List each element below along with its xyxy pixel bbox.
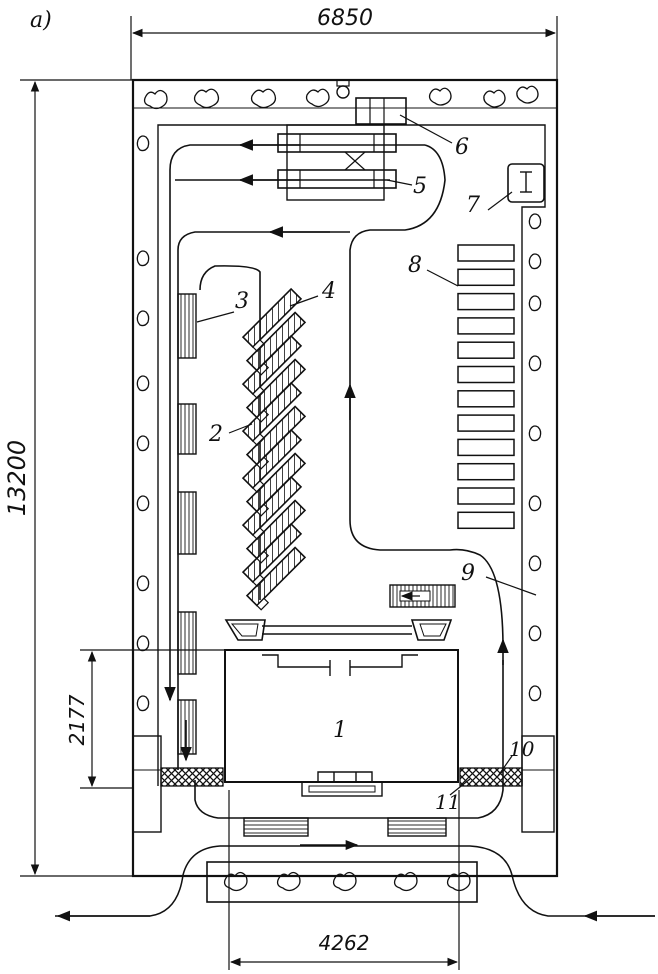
parking-space xyxy=(457,414,515,432)
parking-space xyxy=(457,317,515,335)
parking-space xyxy=(457,487,515,505)
angled-parking-stalls xyxy=(241,287,307,611)
dimension-height-text: 13200 xyxy=(3,440,31,516)
canopy-beam xyxy=(224,619,453,641)
panel-label: a) xyxy=(30,8,52,33)
callout-2: 2 xyxy=(208,422,223,447)
callout-11: 11 xyxy=(435,790,460,814)
dimension-overall-height: 13200 xyxy=(3,79,133,877)
parking-space xyxy=(457,438,515,457)
tank-unit xyxy=(389,584,456,608)
dimension-overall-width: 6850 xyxy=(130,6,558,80)
parking-space xyxy=(457,292,515,311)
callout-5: 5 xyxy=(413,174,427,199)
dimension-width-text: 6850 xyxy=(317,6,373,31)
leader-lines xyxy=(196,114,537,796)
dimension-bottom-width: 4262 xyxy=(228,790,460,970)
access-driveway xyxy=(55,839,655,922)
parking-space xyxy=(457,244,515,262)
parking-space xyxy=(457,390,515,408)
utility-box xyxy=(336,79,407,125)
callout-9: 9 xyxy=(461,561,475,586)
small-unit xyxy=(507,163,545,203)
wash-bays xyxy=(277,124,397,201)
parking-stall xyxy=(245,546,307,611)
dimension-sub-height-text: 2177 xyxy=(65,694,89,745)
parking-space xyxy=(457,365,515,384)
parking-stall xyxy=(241,475,303,541)
drive-route xyxy=(164,139,509,819)
callout-6: 6 xyxy=(455,135,469,160)
parking-stall xyxy=(241,381,303,447)
parking-space xyxy=(457,341,515,359)
left-side-boxes xyxy=(177,293,197,755)
callout-7: 7 xyxy=(466,193,480,218)
parking-row xyxy=(457,244,515,530)
parking-stall xyxy=(241,334,303,400)
callout-4: 4 xyxy=(321,279,336,304)
threshold-strips xyxy=(160,767,523,787)
dimension-bottom-width-text: 4262 xyxy=(319,931,370,955)
callout-3: 3 xyxy=(235,289,249,314)
parking-stall xyxy=(241,428,303,494)
callout-10: 10 xyxy=(509,737,535,761)
greenery-bushes xyxy=(136,85,542,712)
pump-islands xyxy=(243,817,447,837)
callout-1: 1 xyxy=(333,718,347,743)
parking-space xyxy=(457,268,515,287)
callout-8: 8 xyxy=(408,253,422,278)
parking-space xyxy=(457,511,515,530)
parking-stall xyxy=(241,522,303,588)
parking-space xyxy=(457,462,515,481)
parking-stall xyxy=(241,287,303,353)
main-building xyxy=(224,649,459,797)
